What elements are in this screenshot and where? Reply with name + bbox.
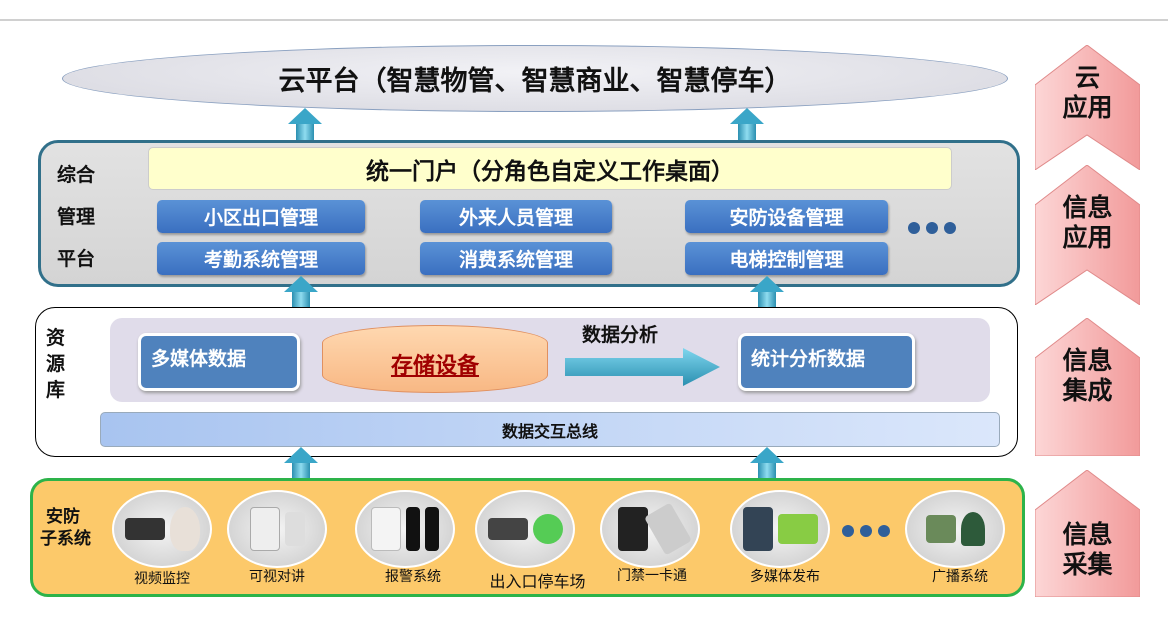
module-button[interactable]: 消费系统管理 [420, 242, 612, 275]
right-arrow-icon [565, 348, 720, 386]
video-camera-icon[interactable] [112, 490, 212, 568]
layer-info-application: 信息应用 [1035, 165, 1140, 305]
subsystem-item-label: 视频监控 [134, 571, 190, 587]
platform-label: 管理 [57, 206, 96, 228]
resource-label: 资源库 [46, 327, 66, 401]
subsystem-item-label: 可视对讲 [249, 569, 305, 585]
cloud-platform-label: 云平台（智慧物管、智慧商业、智慧停车） [278, 66, 792, 97]
unified-portal[interactable]: 统一门户（分角色自定义工作桌面） [148, 147, 952, 190]
platform-label: 平台 [57, 248, 96, 270]
subsystem-item-label: 出入口停车场 [489, 572, 586, 591]
parking-camera-icon[interactable] [475, 490, 575, 568]
up-arrow-icon [750, 276, 784, 310]
module-button[interactable]: 小区出口管理 [157, 200, 365, 233]
up-arrow-icon [284, 276, 318, 310]
platform-label: 综合 [57, 164, 96, 186]
layer-info-collection: 信息采集 [1035, 470, 1140, 597]
statistics-data: 统计分析数据 [738, 333, 915, 391]
up-arrow-icon [284, 447, 318, 481]
module-button[interactable]: 电梯控制管理 [685, 242, 888, 275]
module-button[interactable]: 外来人员管理 [420, 200, 612, 233]
up-arrow-icon [288, 108, 322, 142]
more-ellipsis-icon [842, 525, 890, 537]
alarm-icon[interactable] [355, 490, 455, 568]
subsystem-item-label: 门禁一卡通 [617, 568, 687, 584]
subsystem-item-label: 广播系统 [932, 569, 988, 585]
layer-cloud-application: 云应用 [1035, 45, 1140, 170]
intercom-icon[interactable] [227, 490, 327, 568]
cloud-platform: 云平台（智慧物管、智慧商业、智慧停车） [62, 45, 1008, 112]
access-card-icon[interactable] [600, 490, 700, 568]
layer-info-integration: 信息集成 [1035, 318, 1140, 456]
module-button[interactable]: 安防设备管理 [685, 200, 888, 233]
subsystem-label: 安防子系统 [40, 507, 91, 549]
up-arrow-icon [750, 447, 784, 481]
subsystem-item-label: 多媒体发布 [750, 569, 820, 585]
module-button[interactable]: 考勤系统管理 [157, 242, 365, 275]
up-arrow-icon [730, 108, 764, 142]
storage-device: 存储设备 [322, 325, 548, 393]
more-ellipsis-icon [908, 222, 956, 234]
data-bus: 数据交互总线 [100, 412, 1000, 447]
speaker-icon[interactable] [905, 490, 1005, 568]
subsystem-item-label: 报警系统 [385, 569, 441, 585]
divider [0, 19, 1168, 21]
storage-label[interactable]: 存储设备 [390, 354, 479, 379]
multimedia-data: 多媒体数据 [138, 333, 300, 391]
display-screen-icon[interactable] [730, 490, 830, 568]
analysis-label: 数据分析 [582, 324, 659, 346]
